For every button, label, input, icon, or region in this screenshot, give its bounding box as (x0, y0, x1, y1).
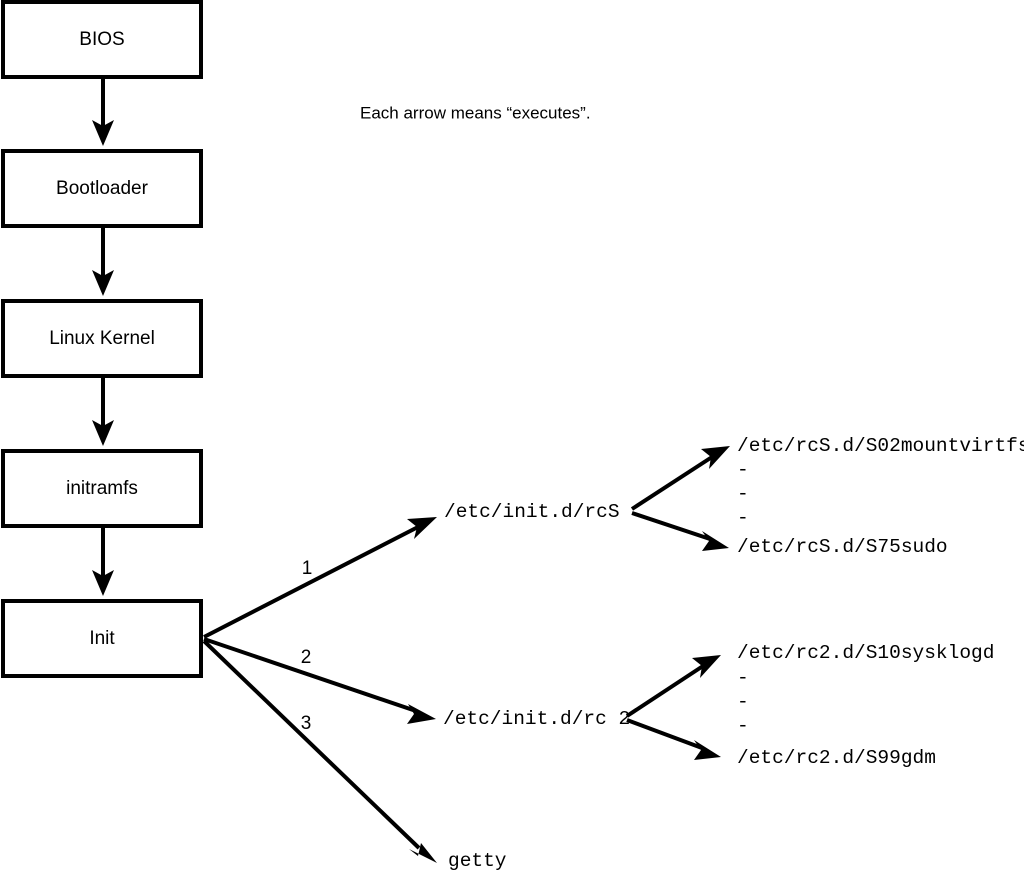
rc2-arrow-first (625, 655, 721, 718)
rc2-script-last: /etc/rc2.d/S99gdm (737, 747, 936, 769)
rcs-ellipsis-dash-2: - (737, 483, 749, 505)
node-bios-box[interactable] (1, 0, 203, 79)
rcs-scripts-group: /etc/rcS.d/S02mountvirtfs - - - /etc/rcS… (737, 435, 1024, 558)
node-bios-label: BIOS (79, 29, 124, 50)
target-rcs-label: /etc/init.d/rcS (444, 501, 620, 523)
arrow-bootloader-to-kernel (92, 227, 114, 296)
rc2-arrow-last (626, 718, 721, 760)
arrow-bios-to-bootloader (92, 77, 114, 146)
init-branch-3-arrow: 3 (202, 639, 437, 863)
init-branch-2-arrow: 2 (203, 637, 436, 724)
node-initramfs[interactable]: initramfs (1, 449, 203, 528)
rc2-ellipsis-dash-3: - (737, 715, 749, 737)
rcs-arrow-last (631, 511, 729, 551)
node-init-box[interactable] (1, 599, 203, 678)
target-rc2-label: /etc/init.d/rc 2 (443, 708, 630, 730)
init-branch-1-arrow: 1 (203, 517, 437, 639)
node-bootloader[interactable]: Bootloader (1, 149, 203, 228)
legend-note: Each arrow means “executes”. (360, 103, 591, 122)
init-targets-group: /etc/init.d/rcS /etc/init.d/rc 2 getty (443, 501, 630, 872)
rc2-ellipsis-dash-1: - (737, 667, 749, 689)
rc2-scripts-group: /etc/rc2.d/S10sysklogd - - - /etc/rc2.d/… (737, 642, 994, 769)
node-bios[interactable]: BIOS (1, 0, 203, 79)
rcs-arrow-first (630, 446, 730, 511)
rc2-fanout-group (625, 655, 721, 760)
boot-chain-group: BIOS Bootloader Linux Kernel initramfs I… (1, 0, 203, 678)
rcs-fanout-group (630, 446, 730, 551)
target-getty-label: getty (448, 850, 507, 872)
node-linux-kernel-box[interactable] (1, 299, 203, 378)
node-linux-kernel-label: Linux Kernel (49, 328, 155, 349)
rcs-script-first: /etc/rcS.d/S02mountvirtfs (737, 435, 1024, 457)
init-branch-1-number: 1 (302, 558, 313, 579)
node-initramfs-label: initramfs (66, 478, 138, 499)
chain-arrows-group (92, 77, 114, 596)
init-branch-2-number: 2 (301, 647, 312, 668)
node-init-label: Init (89, 628, 115, 649)
rc2-ellipsis-dash-2: - (737, 691, 749, 713)
init-branch-3-number: 3 (301, 713, 312, 734)
init-fanout-group: 1 2 3 (202, 517, 437, 863)
rcs-ellipsis-dash-1: - (737, 459, 749, 481)
node-bootloader-box[interactable] (1, 149, 203, 228)
rc2-script-first: /etc/rc2.d/S10sysklogd (737, 642, 994, 664)
node-initramfs-box[interactable] (1, 449, 203, 528)
node-linux-kernel[interactable]: Linux Kernel (1, 299, 203, 378)
arrow-kernel-to-initramfs (92, 377, 114, 446)
node-bootloader-label: Bootloader (56, 178, 149, 199)
arrow-initramfs-to-init (92, 527, 114, 596)
rcs-script-last: /etc/rcS.d/S75sudo (737, 536, 948, 558)
node-init[interactable]: Init (1, 599, 203, 678)
rcs-ellipsis-dash-3: - (737, 507, 749, 529)
